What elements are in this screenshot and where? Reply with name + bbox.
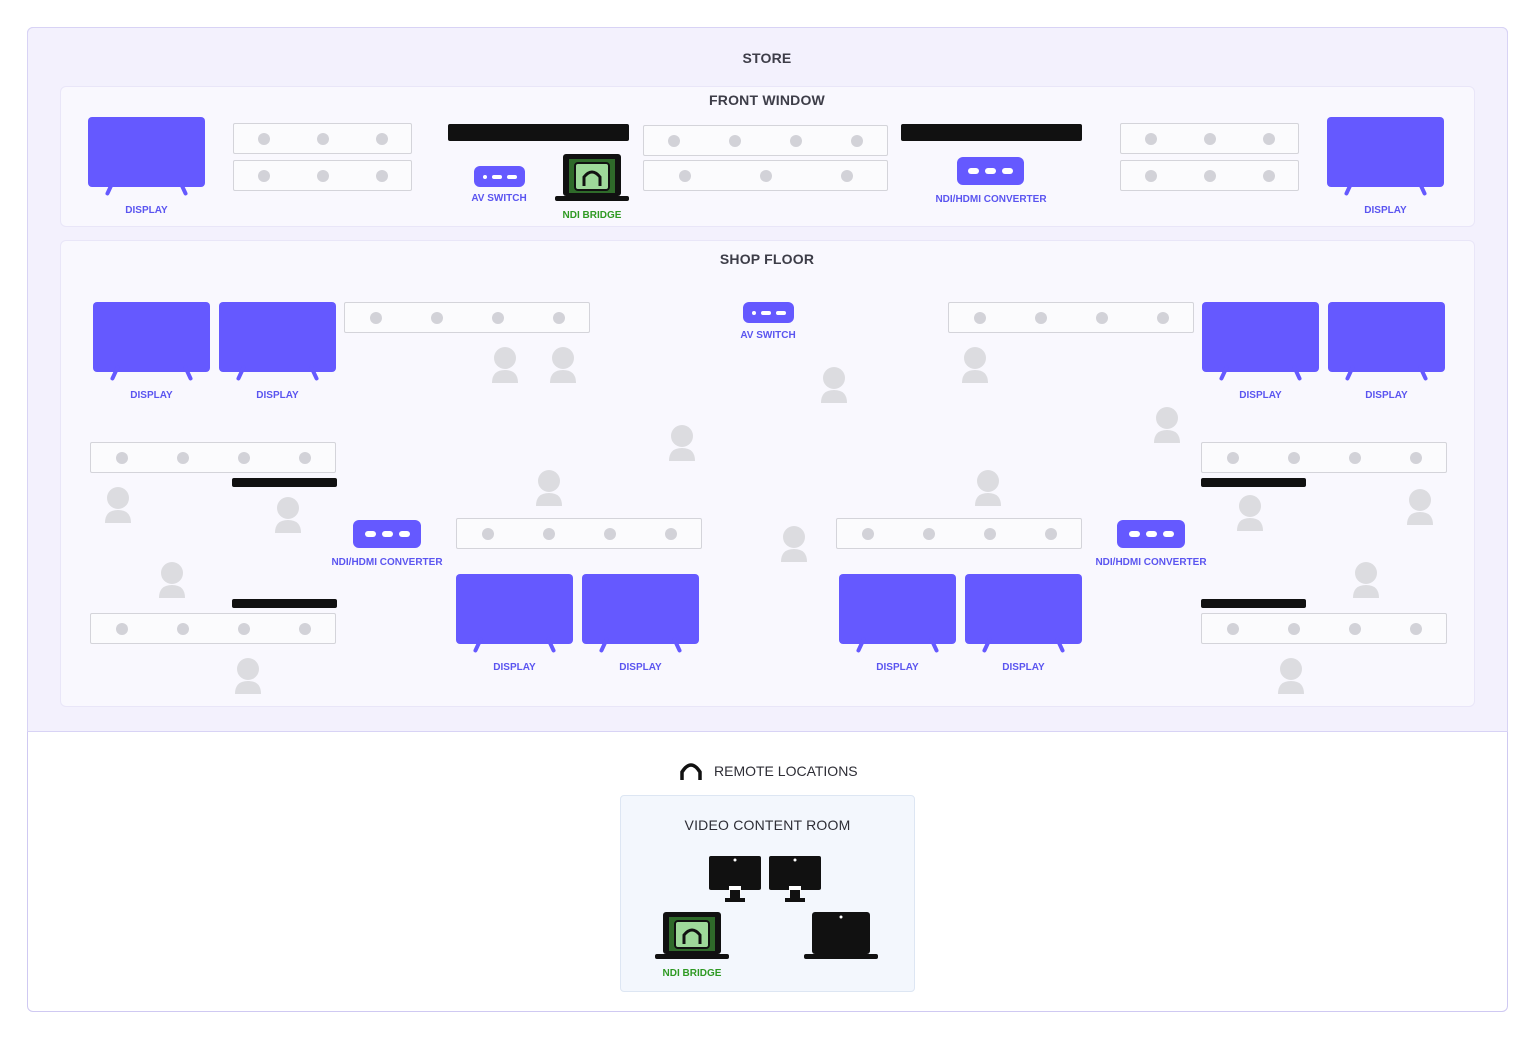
shelf-unit <box>90 442 336 473</box>
ndi-bridge-laptop-icon <box>655 912 729 959</box>
shop-display <box>839 574 956 654</box>
person-icon <box>821 367 847 403</box>
person-icon <box>1278 658 1304 694</box>
front-display-right-label: DISPLAY <box>1364 205 1407 216</box>
front-window-title: FRONT WINDOW <box>709 92 825 108</box>
shop-display-label: DISPLAY <box>1365 390 1408 401</box>
shop-display <box>93 302 210 382</box>
soundbar <box>1201 599 1306 608</box>
soundbar <box>232 478 337 487</box>
front-display-left <box>88 117 205 197</box>
shop-display <box>1328 302 1445 382</box>
shelf-unit <box>90 613 336 644</box>
person-icon <box>492 347 518 383</box>
soundbar <box>448 124 629 141</box>
person-icon <box>975 470 1001 506</box>
shelf-unit <box>643 125 888 156</box>
shelf-unit <box>1120 160 1299 191</box>
shelf-unit <box>836 518 1082 549</box>
person-icon <box>159 562 185 598</box>
person-icon <box>781 526 807 562</box>
person-icon <box>962 347 988 383</box>
shop-floor-title: SHOP FLOOR <box>719 251 815 267</box>
laptop-icon <box>804 912 878 959</box>
shop-display-label: DISPLAY <box>876 662 919 673</box>
shelf-unit <box>456 518 702 549</box>
shop-display-label: DISPLAY <box>130 390 173 401</box>
shop-display <box>456 574 573 654</box>
shop-converter-right-label: NDI/HDMI CONVERTER <box>1095 557 1207 568</box>
ndi-bridge-laptop-icon <box>555 154 629 201</box>
front-display-left-label: DISPLAY <box>125 205 168 216</box>
person-icon <box>1353 562 1379 598</box>
front-window-zone <box>60 86 1475 227</box>
shop-display-label: DISPLAY <box>493 662 536 673</box>
ndi-hdmi-converter-icon <box>957 157 1024 185</box>
person-icon <box>275 497 301 533</box>
person-icon <box>669 425 695 461</box>
shop-display-label: DISPLAY <box>1002 662 1045 673</box>
shop-display <box>219 302 336 382</box>
person-icon <box>1407 489 1433 525</box>
ndi-hdmi-converter-icon <box>1117 520 1185 548</box>
shelf-unit <box>233 160 412 191</box>
remote-locations-title: REMOTE LOCATIONS <box>714 763 858 779</box>
ndi-arch-icon <box>680 763 702 780</box>
front-av-switch-label: AV SWITCH <box>471 193 527 204</box>
front-display-right <box>1327 117 1444 197</box>
soundbar <box>901 124 1082 141</box>
shelf-unit <box>1201 613 1447 644</box>
video-content-room-title: VIDEO CONTENT ROOM <box>684 817 851 833</box>
shop-display-label: DISPLAY <box>256 390 299 401</box>
shelf-unit <box>643 160 888 191</box>
soundbar <box>232 599 337 608</box>
store-title: STORE <box>742 50 792 66</box>
monitor-icon <box>769 856 821 902</box>
av-switch-icon <box>474 166 525 187</box>
shop-display-label: DISPLAY <box>1239 390 1282 401</box>
person-icon <box>1154 407 1180 443</box>
front-ndi-bridge-label: NDI BRIDGE <box>562 210 622 221</box>
shop-display <box>582 574 699 654</box>
video-content-room-zone <box>620 795 915 992</box>
shop-av-switch-label: AV SWITCH <box>740 330 796 341</box>
remote-ndi-bridge-label: NDI BRIDGE <box>662 968 722 979</box>
av-switch-icon <box>743 302 794 323</box>
person-icon <box>235 658 261 694</box>
shelf-unit <box>948 302 1194 333</box>
shelf-unit <box>344 302 590 333</box>
person-icon <box>105 487 131 523</box>
shelf-unit <box>233 123 412 154</box>
person-icon <box>1237 495 1263 531</box>
monitor-icon <box>709 856 761 902</box>
shop-display-label: DISPLAY <box>619 662 662 673</box>
shop-display <box>965 574 1082 654</box>
person-icon <box>536 470 562 506</box>
person-icon <box>550 347 576 383</box>
shelf-unit <box>1120 123 1299 154</box>
soundbar <box>1201 478 1306 487</box>
shop-converter-left-label: NDI/HDMI CONVERTER <box>331 557 443 568</box>
ndi-hdmi-converter-icon <box>353 520 421 548</box>
front-converter-label: NDI/HDMI CONVERTER <box>935 194 1047 205</box>
shelf-unit <box>1201 442 1447 473</box>
shop-display <box>1202 302 1319 382</box>
